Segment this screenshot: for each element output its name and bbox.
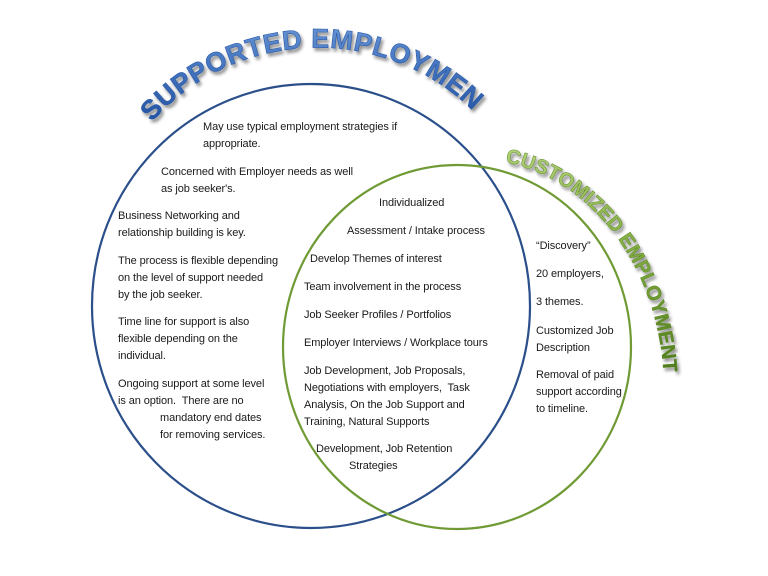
supported-item-employer-needs: Concerned with Employer needs as well	[161, 166, 353, 178]
supported-employment-circle	[90, 82, 532, 530]
supported-item-timeline-cont1: flexible depending on the	[118, 333, 238, 345]
supported-item-flexible-process: The process is flexible depending	[118, 255, 278, 267]
supported-item-employer-needs-cont: as job seeker's.	[161, 183, 236, 195]
overlap-item-assessment: Assessment / Intake process	[347, 225, 485, 237]
overlap-item-individualized: Individualized	[379, 197, 445, 209]
overlap-item-employer-interviews: Employer Interviews / Workplace tours	[304, 337, 488, 349]
supported-item-typical-strategies: May use typical employment strategies if	[203, 121, 398, 133]
supported-employment-title: SUPPORTED EMPLOYMENT	[0, 0, 489, 126]
supported-item-networking-cont: relationship building is key.	[118, 227, 246, 239]
customized-item-themes: 3 themes.	[536, 296, 584, 308]
overlap-item-themes: Develop Themes of interest	[310, 253, 442, 265]
supported-item-typical-strategies-cont: appropriate.	[203, 138, 261, 150]
overlap-item-job-development: Job Development, Job Proposals,	[304, 365, 466, 377]
supported-item-ongoing-support-cont2: mandatory end dates	[160, 412, 262, 424]
supported-item-ongoing-support: Ongoing support at some level	[118, 378, 265, 390]
overlap-item-job-development-cont1: Negotiations with employers, Task	[304, 382, 470, 394]
overlap-item-retention: Development, Job Retention	[316, 443, 453, 455]
supported-item-timeline-cont2: individual.	[118, 350, 166, 362]
supported-item-timeline: Time line for support is also	[118, 316, 250, 328]
customized-item-employers: 20 employers,	[536, 268, 604, 280]
customized-item-removal-support-cont2: to timeline.	[536, 403, 588, 415]
overlap-item-profiles: Job Seeker Profiles / Portfolios	[304, 309, 452, 321]
overlap-item-retention-cont: Strategies	[349, 460, 398, 472]
customized-item-removal-support: Removal of paid	[536, 369, 614, 381]
customized-item-discovery: “Discovery”	[536, 240, 591, 252]
customized-item-job-description-cont: Description	[536, 342, 590, 354]
supported-item-networking: Business Networking and	[118, 210, 240, 222]
overlap-item-job-development-cont3: Training, Natural Supports	[304, 416, 430, 428]
supported-item-flexible-process-cont1: on the level of support needed	[118, 272, 264, 284]
supported-item-ongoing-support-cont1: is an option. There are no	[118, 395, 244, 407]
overlap-item-job-development-cont2: Analysis, On the Job Support and	[304, 399, 465, 411]
supported-item-ongoing-support-cont3: for removing services.	[160, 429, 266, 441]
overlap-item-team-involvement: Team involvement in the process	[304, 281, 462, 293]
supported-item-flexible-process-cont2: by the job seeker.	[118, 289, 203, 301]
customized-item-job-description: Customized Job	[536, 325, 614, 337]
customized-item-removal-support-cont1: support according	[536, 386, 622, 398]
customized-employment-circle	[281, 163, 633, 531]
